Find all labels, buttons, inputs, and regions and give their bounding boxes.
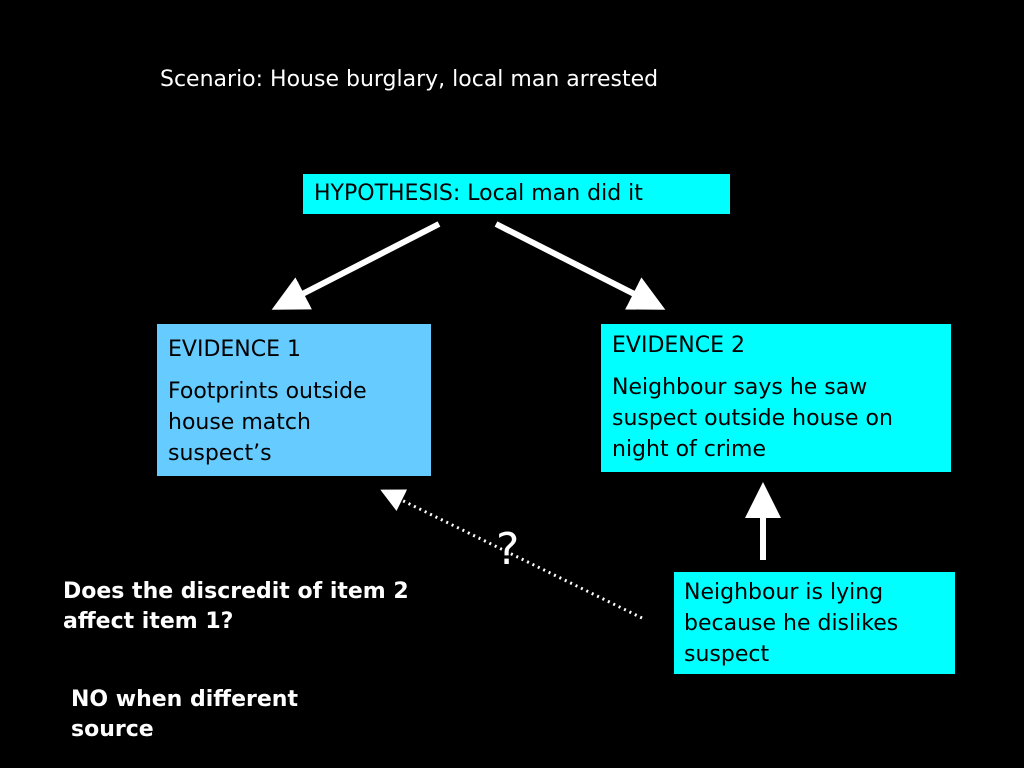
scenario-title: Scenario: House burglary, local man arre… (160, 67, 659, 92)
arrow-hypothesis-to-evidence1 (271, 221, 441, 310)
hypothesis-box: HYPOTHESIS: Local man did it (303, 174, 730, 214)
evidence-2-text: Neighbour says he saw suspect outside ho… (612, 375, 893, 462)
arrow-hypothesis-to-evidence2 (494, 221, 666, 310)
dotted-arrow-discredit-to-evidence1 (380, 489, 643, 620)
discredit-text: Neighbour is lying because he dislikes s… (684, 580, 899, 667)
evidence-1-box: EVIDENCE 1 Footprints outside house matc… (157, 324, 431, 476)
evidence-1-title: EVIDENCE 1 (168, 337, 301, 362)
evidence-2-box: EVIDENCE 2 Neighbour says he saw suspect… (601, 324, 951, 472)
hypothesis-label: HYPOTHESIS: Local man did it (314, 181, 643, 206)
discredit-box: Neighbour is lying because he dislikes s… (674, 572, 955, 674)
discredit-question: Does the discredit of item 2 affect item… (63, 579, 409, 634)
evidence-2-title: EVIDENCE 2 (612, 333, 745, 358)
answer-text: NO when different source (71, 687, 298, 742)
evidence-1-text: Footprints outside house match suspect’s (168, 379, 367, 466)
question-mark: ? (496, 524, 520, 575)
